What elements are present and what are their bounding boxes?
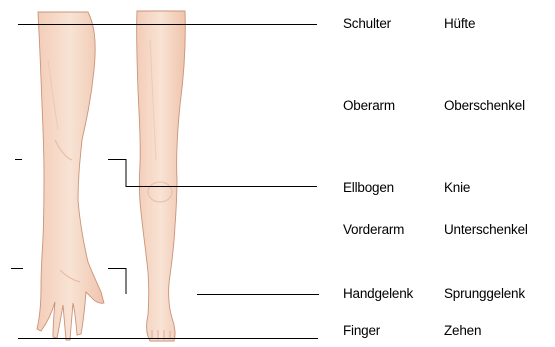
label-finger: Finger xyxy=(343,324,380,338)
leader-line-ankle-bracket xyxy=(108,269,126,295)
arm-shape xyxy=(37,12,104,340)
label-ankle: Sprunggelenk xyxy=(444,287,525,301)
arm-illustration xyxy=(37,12,104,340)
label-thigh: Oberschenkel xyxy=(444,99,525,113)
label-elbow: Ellbogen xyxy=(343,181,394,195)
label-knee: Knie xyxy=(444,181,470,195)
leg-shape xyxy=(137,11,186,341)
label-hip: Hüfte xyxy=(444,17,475,31)
label-shoulder: Schulter xyxy=(343,17,391,31)
label-wrist: Handgelenk xyxy=(343,287,413,301)
leg-illustration xyxy=(137,11,186,341)
label-toes: Zehen xyxy=(444,324,481,338)
label-upper-arm: Oberarm xyxy=(343,99,395,113)
label-forearm: Vorderarm xyxy=(343,223,404,237)
label-lower-leg: Unterschenkel xyxy=(444,223,528,237)
